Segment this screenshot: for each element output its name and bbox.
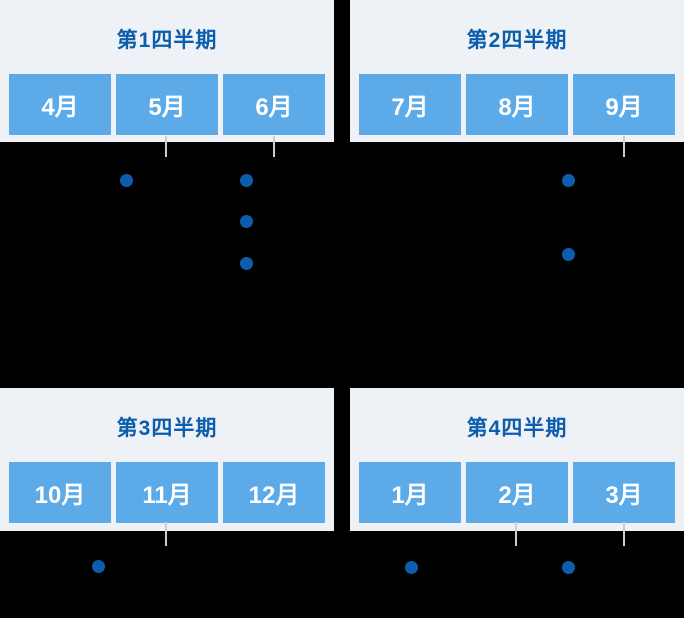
month-label-november: 11月: [116, 462, 218, 523]
event-dot: [91, 559, 105, 573]
month-label-september: 9月: [573, 74, 675, 135]
month-label-march: 3月: [573, 462, 675, 523]
event-dot: [561, 173, 575, 187]
quarter-3-month-row: 10月 11月 12月: [9, 462, 325, 523]
month-label-july: 7月: [359, 74, 461, 135]
month-label-april: 4月: [9, 74, 111, 135]
event-dot: [561, 560, 575, 574]
event-dot: [404, 560, 418, 574]
quarter-card-3: 第3四半期 10月 11月 12月: [0, 388, 334, 531]
month-connector-line: [623, 522, 625, 546]
event-dot: [239, 214, 253, 228]
month-label-october: 10月: [9, 462, 111, 523]
event-dot: [561, 247, 575, 261]
quarter-1-title: 第1四半期: [116, 29, 218, 52]
event-dot: [119, 173, 133, 187]
quarter-4-month-row: 1月 2月 3月: [359, 462, 675, 523]
month-connector-line: [165, 136, 167, 157]
month-connector-line: [623, 136, 625, 157]
event-dot: [239, 173, 253, 187]
quarter-2-month-row: 7月 8月 9月: [359, 74, 675, 135]
month-label-january: 1月: [359, 462, 461, 523]
month-label-august: 8月: [466, 74, 568, 135]
event-dot: [239, 256, 253, 270]
quarter-card-1: 第1四半期 4月 5月 6月: [0, 0, 334, 142]
month-label-june: 6月: [223, 74, 325, 135]
month-connector-line: [273, 136, 275, 157]
month-connector-line: [165, 522, 167, 546]
quarter-2-title: 第2四半期: [466, 29, 568, 52]
month-connector-line: [515, 522, 517, 546]
quarter-card-4: 第4四半期 1月 2月 3月: [350, 388, 684, 531]
quarter-4-title: 第4四半期: [466, 417, 568, 440]
quarter-1-month-row: 4月 5月 6月: [9, 74, 325, 135]
quarter-card-2: 第2四半期 7月 8月 9月: [350, 0, 684, 142]
month-label-may: 5月: [116, 74, 218, 135]
quarter-3-title: 第3四半期: [116, 417, 218, 440]
month-label-february: 2月: [466, 462, 568, 523]
month-label-december: 12月: [223, 462, 325, 523]
